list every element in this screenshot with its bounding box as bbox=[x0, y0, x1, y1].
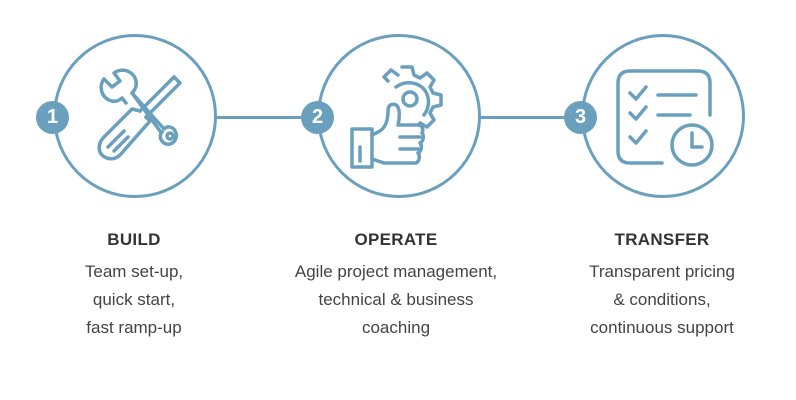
step-3-number-badge: 3 bbox=[564, 101, 597, 134]
checklist-clock-icon bbox=[616, 69, 714, 167]
step-1-description: Team set-up, quick start, fast ramp-up bbox=[84, 262, 184, 337]
step-3-circle bbox=[581, 34, 745, 198]
step-1-text: BUILD Team set-up, quick start, fast ram… bbox=[0, 230, 274, 342]
step-1-number-badge: 1 bbox=[36, 101, 69, 134]
step-2-description: Agile project management, technical & bu… bbox=[294, 262, 498, 337]
thumbs-up-gear-icon bbox=[350, 65, 443, 169]
step-2-number-badge: 2 bbox=[301, 101, 334, 134]
step-1-title: BUILD bbox=[107, 230, 161, 249]
connector-line-1-2 bbox=[214, 116, 304, 119]
step-3-text: TRANSFER Transparent pricing & condition… bbox=[522, 230, 796, 342]
wrench-screwdriver-icon bbox=[97, 68, 182, 161]
connector-line-2-3 bbox=[478, 116, 566, 119]
step-2-title: OPERATE bbox=[354, 230, 438, 249]
step-2-circle bbox=[317, 34, 481, 198]
step-2-text: OPERATE Agile project management, techni… bbox=[256, 230, 536, 342]
step-1-circle bbox=[53, 34, 217, 198]
step-3-description: Transparent pricing & conditions, contin… bbox=[589, 262, 735, 337]
step-3-title: TRANSFER bbox=[614, 230, 710, 249]
